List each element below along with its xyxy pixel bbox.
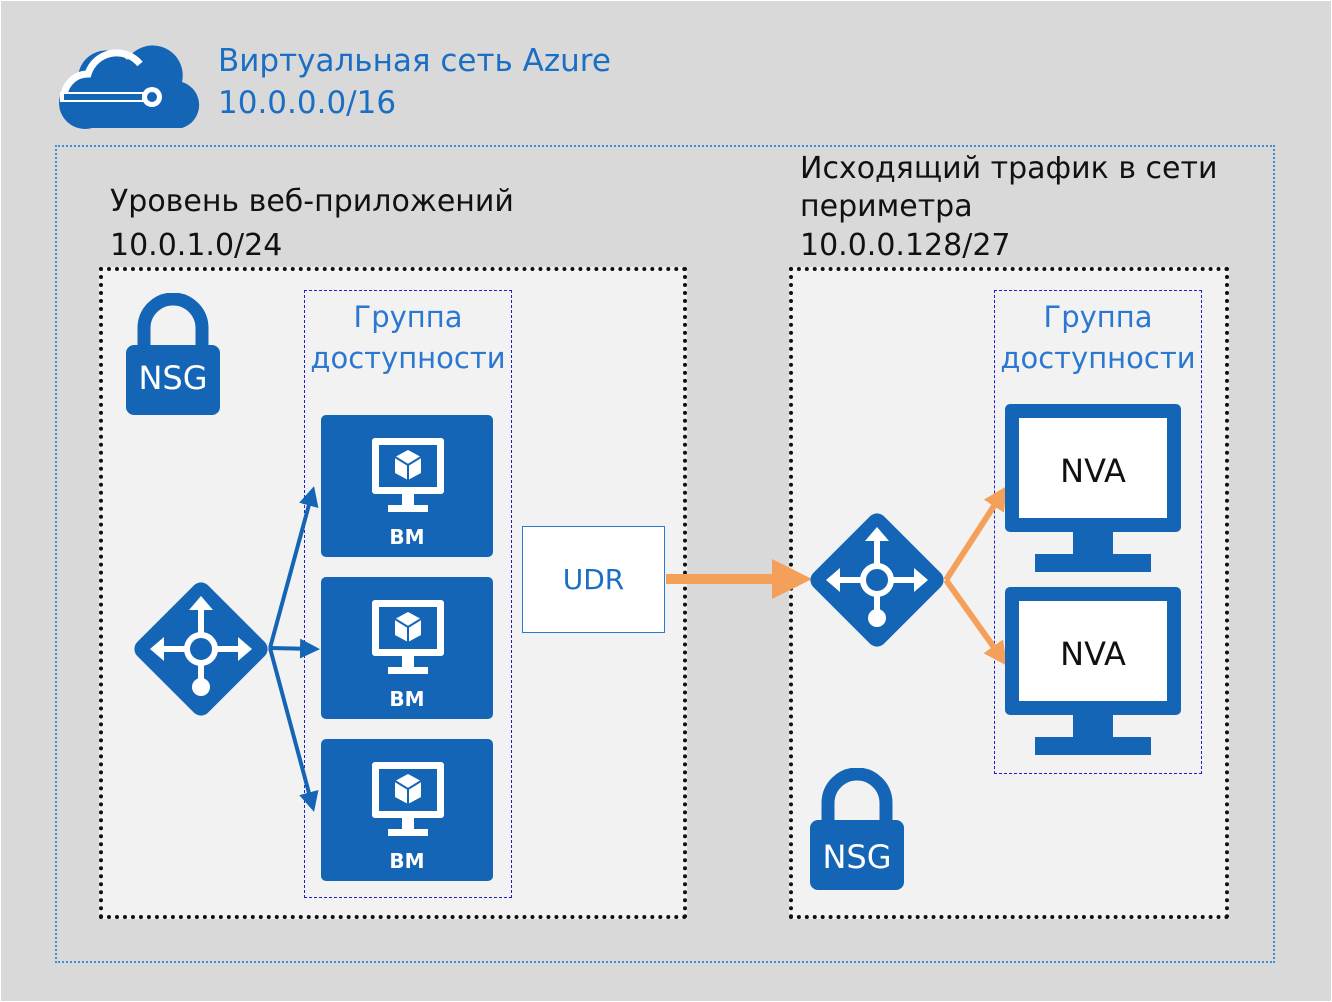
vm-card-1: ВМ: [321, 415, 493, 557]
vnet-name: Виртуальная сеть Azure: [218, 43, 611, 79]
web-nsg-label: NSG: [138, 359, 208, 397]
vm-label-1: ВМ: [389, 525, 425, 549]
nva-label-2: NVA: [1060, 635, 1126, 673]
web-tier-cidr: 10.0.1.0/24: [110, 228, 283, 263]
vm-monitor-icon: [372, 438, 444, 512]
vnet-cidr: 10.0.0.0/16: [218, 85, 397, 121]
vm-label-3: ВМ: [389, 849, 425, 873]
lb-to-vm-arrows: [268, 486, 320, 812]
nva-monitor-icon: [1005, 404, 1181, 572]
arrow-lb-to-vm-1: [268, 486, 319, 649]
vm-label-2: ВМ: [389, 687, 425, 711]
vm-card-3: ВМ: [321, 739, 493, 881]
perimeter-availability-set: [994, 290, 1202, 774]
web-tier-title: Уровень веб-приложений: [110, 184, 514, 219]
padlock-icon: [810, 768, 904, 890]
vm-monitor-icon: [372, 600, 444, 674]
perimeter-cidr: 10.0.0.128/27: [800, 228, 1011, 263]
web-load-balancer-icon: [134, 582, 268, 716]
arrow-lb-to-vm-2: [269, 638, 320, 659]
web-avset-label-line2: доступности: [310, 341, 506, 375]
perimeter-nsg-label: NSG: [822, 838, 892, 876]
perimeter-title-line1: Исходящий трафик в сети: [800, 151, 1218, 186]
web-nsg: NSG: [124, 293, 222, 415]
nva-2: NVA: [1005, 587, 1181, 759]
perimeter-title-line2: периметра: [800, 189, 973, 224]
arrow-lb-to-vm-3: [268, 647, 319, 812]
nva-label-1: NVA: [1060, 452, 1126, 490]
cloud-network-icon: [59, 45, 200, 129]
perimeter-avset-label-line1: Группа: [1043, 300, 1153, 334]
web-avset-label-line1: Группа: [353, 300, 463, 334]
nva-1: NVA: [1005, 404, 1181, 576]
nva-monitor-icon: [1005, 587, 1181, 755]
padlock-icon: [126, 293, 220, 415]
arrow-lb-to-nva-2: [943, 578, 1008, 666]
perimeter-avset-label-line2: доступности: [1000, 341, 1196, 375]
vnet-boundary: [55, 145, 1275, 963]
perimeter-nsg: NSG: [808, 768, 906, 890]
perimeter-load-balancer-icon: [810, 513, 944, 647]
vm-monitor-icon: [372, 762, 444, 836]
web-availability-set: [304, 290, 512, 898]
vm-card-2: ВМ: [321, 577, 493, 719]
arrow-lb-to-nva-1: [943, 485, 1007, 582]
udr-box: UDR: [522, 526, 665, 633]
